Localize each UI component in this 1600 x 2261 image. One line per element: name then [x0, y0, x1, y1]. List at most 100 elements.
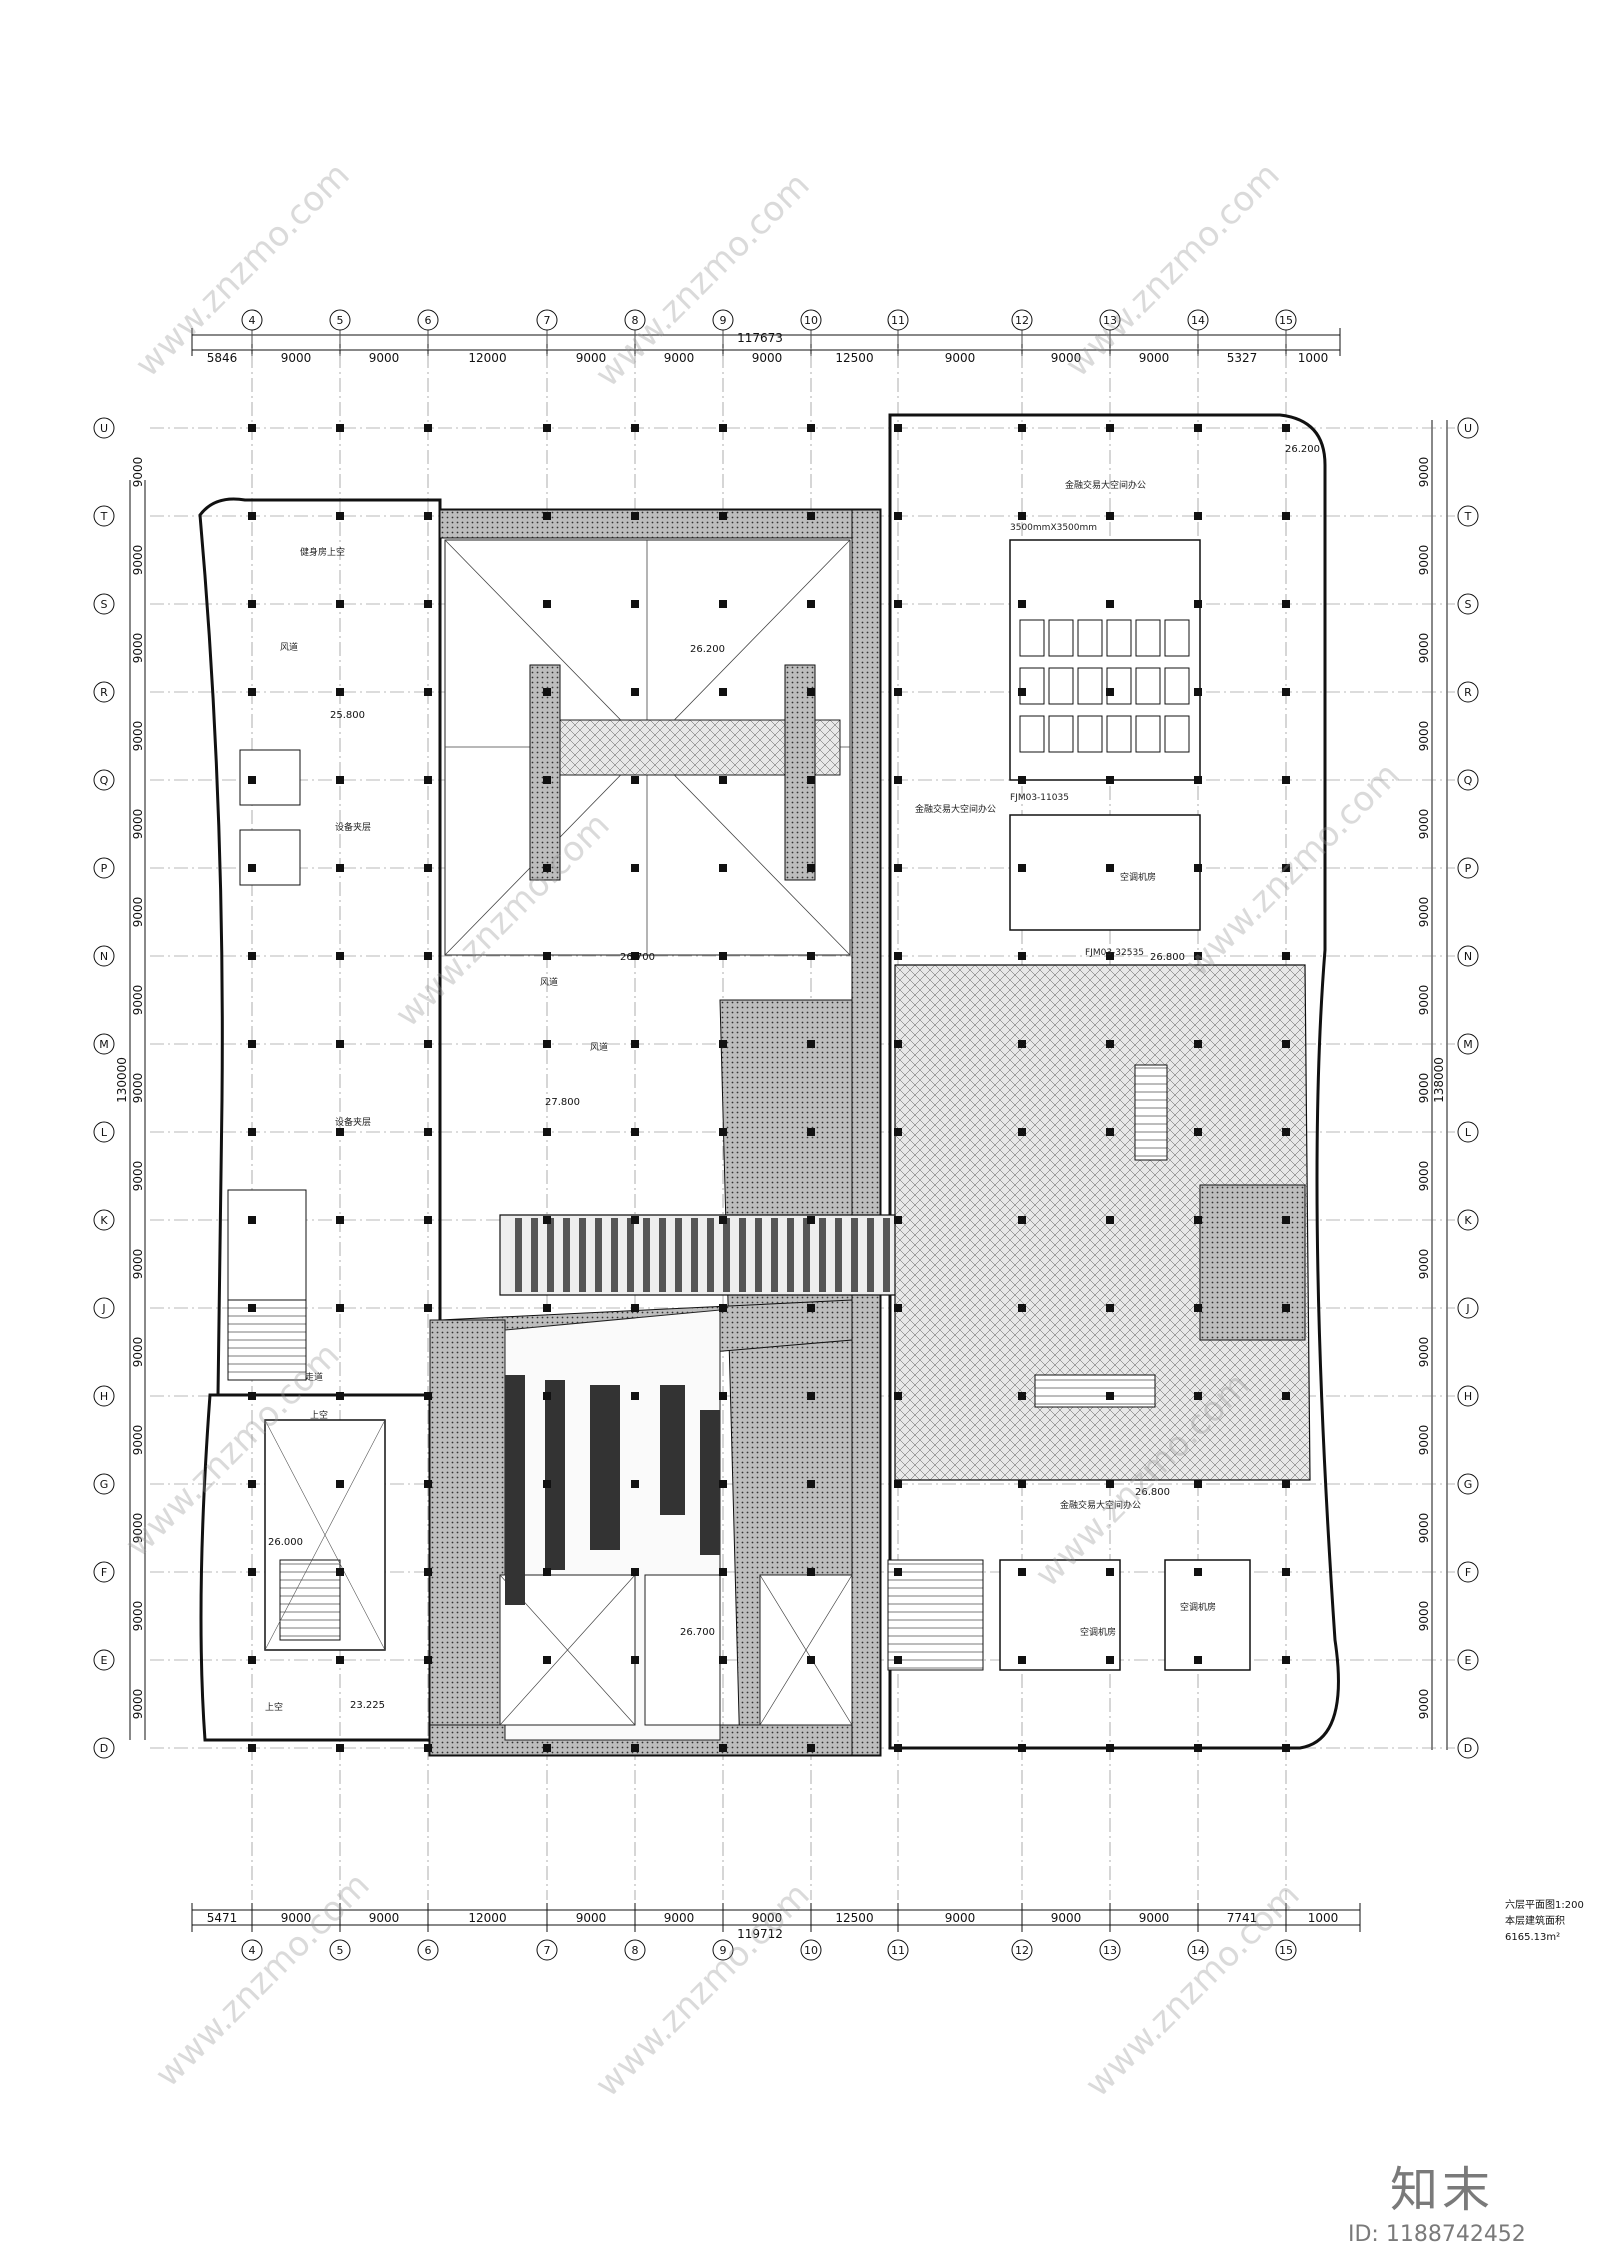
grid-row-label: N	[100, 950, 108, 963]
grid-row-label: Q	[1464, 774, 1473, 787]
room-labels: 健身房上空 设备夹层 设备夹层 金融交易大空间办公 金融交易大空间办公 金融交易…	[265, 479, 1216, 1713]
structural-column	[1018, 688, 1026, 696]
bridge-stripe	[819, 1218, 826, 1292]
top-span-dimension: 9000	[1139, 351, 1170, 365]
grid-column-label: 13	[1103, 1944, 1117, 1957]
elevator-shaft	[1135, 667, 1161, 705]
structural-column	[543, 1656, 551, 1664]
grid-column-bubble	[1099, 309, 1121, 331]
structural-column	[1018, 1128, 1026, 1136]
structural-column	[248, 512, 256, 520]
top-span-dimension: 12500	[835, 351, 873, 365]
structural-column	[1018, 1392, 1026, 1400]
bottom-span-dimension: 1000	[1308, 1911, 1339, 1925]
structural-column	[1018, 1480, 1026, 1488]
structural-column	[719, 1568, 727, 1576]
grid-row-label: L	[101, 1126, 108, 1139]
bottom-span-dimension: 9000	[1051, 1911, 1082, 1925]
side-dimension-chains: 130000 138000 90009000900090009000900090…	[115, 420, 1448, 1750]
left-wing-cores	[227, 749, 307, 1381]
lower-left-core	[264, 1419, 386, 1651]
structural-column	[1194, 512, 1202, 520]
void-label-2: 上空	[265, 1701, 283, 1713]
top-span-dimension: 12000	[468, 351, 506, 365]
structural-column	[1282, 1304, 1290, 1312]
structural-column	[336, 1392, 344, 1400]
ac-room-label-1: 空调机房	[1120, 871, 1156, 883]
structural-column	[1194, 1656, 1202, 1664]
grid-column-label: 9	[720, 314, 727, 327]
grid-row-bubble	[93, 769, 115, 791]
grid-row-label: E	[101, 1654, 108, 1667]
right-span-dimension: 9000	[1417, 633, 1431, 664]
structural-column	[543, 512, 551, 520]
right-span-dimension: 9000	[1417, 1425, 1431, 1456]
structural-column	[719, 1304, 727, 1312]
grid-row-bubble	[93, 1561, 115, 1583]
top-total-dimension: 117673	[737, 331, 783, 345]
gym-void-label: 健身房上空	[300, 546, 345, 558]
structural-column	[1018, 1568, 1026, 1576]
structural-column	[719, 952, 727, 960]
grid-row-label: F	[1465, 1566, 1471, 1579]
grid-row-label: H	[100, 1390, 108, 1403]
grid-row-bubble	[1457, 1473, 1479, 1495]
structural-columns	[248, 424, 1290, 1752]
structural-column	[1194, 952, 1202, 960]
grid-column-label: 15	[1279, 1944, 1293, 1957]
structural-column	[807, 1480, 815, 1488]
grid-row-bubble	[93, 505, 115, 527]
structural-column	[807, 1304, 815, 1312]
duct-label-3: 风道	[590, 1041, 608, 1053]
elevation-marks: 26.200 26.700 26.800 25.800 26.000 27.80…	[268, 444, 1320, 1711]
grid-row-label: P	[101, 862, 108, 875]
structural-column	[543, 1392, 551, 1400]
structural-column	[336, 1656, 344, 1664]
bridge-stripe	[643, 1218, 650, 1292]
grid-row-label: S	[1465, 598, 1472, 611]
bridge-stripe	[803, 1218, 810, 1292]
elevation-mark: 26.200	[690, 644, 725, 655]
bridge-stripe	[723, 1218, 730, 1292]
finance-office-label-mid: 金融交易大空间办公	[915, 803, 996, 815]
grid-column-bubble	[1187, 309, 1209, 331]
structural-column	[631, 1744, 639, 1752]
grid-column-label: 14	[1191, 1944, 1205, 1957]
top-span-dimension: 9000	[369, 351, 400, 365]
structural-column	[894, 864, 902, 872]
ac-room-label-2: 空调机房	[1080, 1626, 1116, 1638]
grid-column-bubble	[1275, 309, 1297, 331]
structural-column	[631, 1568, 639, 1576]
plan-area-tag: FJM03-32535	[1085, 948, 1144, 958]
structural-column	[1282, 1744, 1290, 1752]
top-span-dimension: 9000	[945, 351, 976, 365]
bottom-total-dimension: 119712	[737, 1927, 783, 1941]
grid-column-bubble	[1011, 309, 1033, 331]
grid-row-bubble	[1457, 1561, 1479, 1583]
right-span-dimension: 9000	[1417, 1689, 1431, 1720]
structural-column	[894, 1480, 902, 1488]
structural-column	[336, 688, 344, 696]
right-span-dimension: 9000	[1417, 985, 1431, 1016]
structural-column	[1194, 1128, 1202, 1136]
structural-column	[543, 1216, 551, 1224]
structural-column	[631, 776, 639, 784]
bridge-stripe	[515, 1218, 522, 1292]
grid-row-bubble	[1457, 1737, 1479, 1759]
grid-column-bubble	[1011, 1939, 1033, 1961]
structural-column	[719, 1040, 727, 1048]
bottom-span-dimension: 12000	[468, 1911, 506, 1925]
structural-column	[1018, 1216, 1026, 1224]
structural-column	[424, 776, 432, 784]
structural-column	[894, 1568, 902, 1576]
left-span-dimension: 9000	[131, 1161, 145, 1192]
structural-column	[1282, 1040, 1290, 1048]
grid-column-bubble	[329, 1939, 351, 1961]
structural-column	[424, 1304, 432, 1312]
brand-logo: 知末	[1390, 2162, 1495, 2218]
left-span-dimension: 9000	[131, 1689, 145, 1720]
bridge-stripe	[755, 1218, 762, 1292]
grid-column-bubble	[624, 1939, 646, 1961]
